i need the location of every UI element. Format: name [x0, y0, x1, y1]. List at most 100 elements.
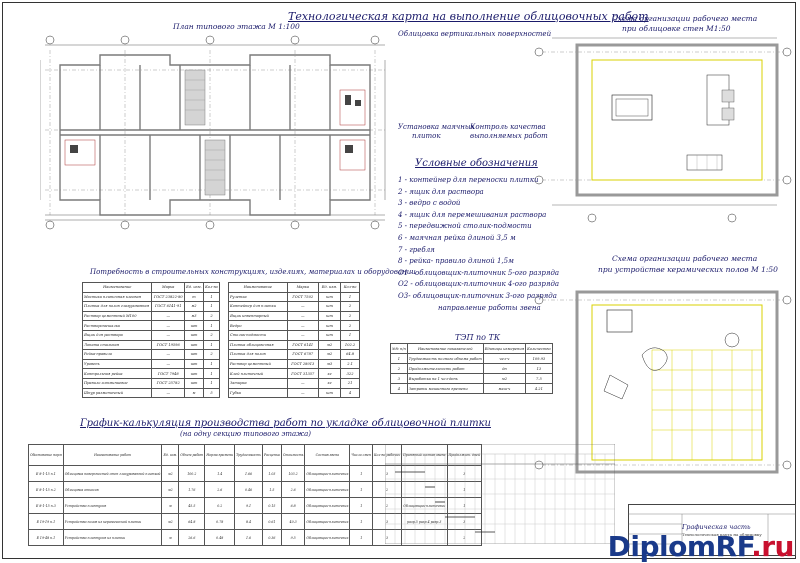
- table-cell: Плитка для полов глазурованная: [81, 301, 153, 312]
- table-cell: 3: [372, 529, 402, 546]
- table-cell: 0.78: [204, 513, 236, 530]
- table-cell: Е 8-1-15 п.3: [28, 497, 64, 514]
- table-cell: 4: [340, 387, 360, 399]
- table-cell: Плитка для полов: [228, 349, 288, 360]
- table-cell: м: [161, 529, 180, 546]
- table-cell: шт: [183, 349, 204, 360]
- table-header: Наименование: [228, 282, 288, 293]
- legend-item: О3- облицовщик-плиточник 3-ого разряда: [398, 291, 557, 300]
- legend-item: 4 - ящик для перемешивания раствора: [398, 210, 547, 219]
- table-cell: Уровень: [81, 358, 153, 370]
- legend-item: 6 - маячная рейка длиной 3,5 м: [398, 233, 516, 242]
- title-block-subtitle: Технологическая карта на облицовку: [682, 532, 762, 537]
- table-cell: кг: [317, 368, 342, 379]
- table-cell: м3: [183, 310, 204, 322]
- table-cell: 1.6: [234, 529, 263, 546]
- legend-item: 1 - контейнер для переноски плитки: [398, 176, 539, 184]
- table-cell: 2: [446, 529, 482, 546]
- legend-item: направление работы звена: [438, 303, 541, 312]
- table-cell: м2: [161, 465, 180, 482]
- table-header: Единицы измерения: [482, 343, 527, 354]
- title-block: [628, 504, 796, 556]
- table-cell: Облицовщик-плиточник: [304, 513, 351, 530]
- table-header: Число смен: [349, 444, 374, 466]
- table-cell: Мастика плиточная клеевая: [81, 291, 153, 303]
- table-cell: —: [151, 387, 185, 399]
- table-cell: м2: [183, 301, 204, 312]
- table-header: Обоснование норм: [28, 444, 64, 466]
- table-cell: 0.46: [234, 481, 263, 498]
- table-cell: маш-ч: [482, 383, 527, 394]
- table-cell: шт: [183, 329, 204, 341]
- table-cell: Е 8-1-15 п.2: [28, 481, 64, 498]
- table-cell: 2: [202, 349, 221, 360]
- table-header: Стоимость: [280, 444, 306, 466]
- table-cell: ГОСТ 31357: [286, 368, 319, 379]
- table-cell: 64.8: [340, 349, 360, 360]
- table-cell: Растворомешалка: [81, 320, 153, 331]
- table-header: Наименование: [81, 282, 153, 293]
- table-cell: —: [151, 358, 185, 370]
- table-cell: Правило алюминиевое: [81, 377, 153, 389]
- table-cell: 2.6: [280, 481, 306, 498]
- table-cell: 1: [349, 481, 374, 498]
- table-cell: 1.03: [261, 465, 282, 482]
- watermark-brand: DiplomRF: [607, 530, 752, 563]
- table-cell: м: [183, 387, 204, 399]
- table-cell: шт: [183, 339, 204, 351]
- table-cell: шт: [317, 301, 342, 312]
- schedule-subtitle: (на одну секцию типового этажа): [180, 430, 312, 438]
- table-cell: ГОСТ 6787: [286, 349, 319, 360]
- table-cell: 0.61: [261, 513, 282, 530]
- table-cell: 2: [202, 329, 221, 341]
- table-cell: —: [151, 320, 185, 331]
- table-cell: —: [286, 387, 319, 399]
- table-cell: м2: [161, 481, 180, 498]
- table-cell: шт: [317, 320, 342, 331]
- table-cell: Облицовка поверхностей стен глазурованно…: [62, 465, 163, 482]
- table-cell: ГОСТ 6141-91: [151, 301, 185, 312]
- table-cell: ГОСТ 6141: [286, 339, 319, 351]
- table-cell: 1: [202, 377, 221, 389]
- gantt-chart: [385, 444, 615, 544]
- table-cell: Облицовщик-плиточник: [304, 465, 351, 482]
- tep-title: ТЭП по ТК: [455, 333, 501, 342]
- table-cell: 2: [340, 320, 360, 331]
- table-cell: шт: [183, 358, 204, 370]
- table-cell: 102.2: [340, 339, 360, 351]
- title-block-grid: [628, 513, 796, 556]
- table-header: Расценка: [261, 444, 282, 466]
- table-cell: Продолжительность работ: [406, 363, 484, 374]
- legend-item: 3 - ведро с водой: [398, 199, 461, 208]
- table-cell: 0.48: [204, 529, 236, 546]
- table-cell: 13: [525, 363, 553, 374]
- table-cell: 1: [349, 513, 374, 530]
- table-cell: 2: [340, 301, 360, 312]
- table-cell: Облицовка откосов: [62, 481, 163, 498]
- table-cell: 1: [202, 368, 221, 379]
- table-cell: 2: [340, 310, 360, 322]
- table-cell: 40.3: [280, 513, 306, 530]
- scheme-wall-tiling: [534, 37, 792, 223]
- table-cell: м: [161, 497, 180, 514]
- main-title: Технологическая карта на выполнение обли…: [288, 10, 649, 23]
- table-cell: Контейнер для плитки: [228, 301, 288, 312]
- table-cell: Раствор цементный: [228, 358, 288, 370]
- table-cell: 1: [202, 339, 221, 351]
- table-cell: м2: [317, 339, 342, 351]
- table-cell: 2: [202, 310, 221, 322]
- table-cell: 1: [202, 358, 221, 370]
- table-cell: —: [286, 301, 319, 312]
- table-cell: ГОСТ 7948: [151, 368, 185, 379]
